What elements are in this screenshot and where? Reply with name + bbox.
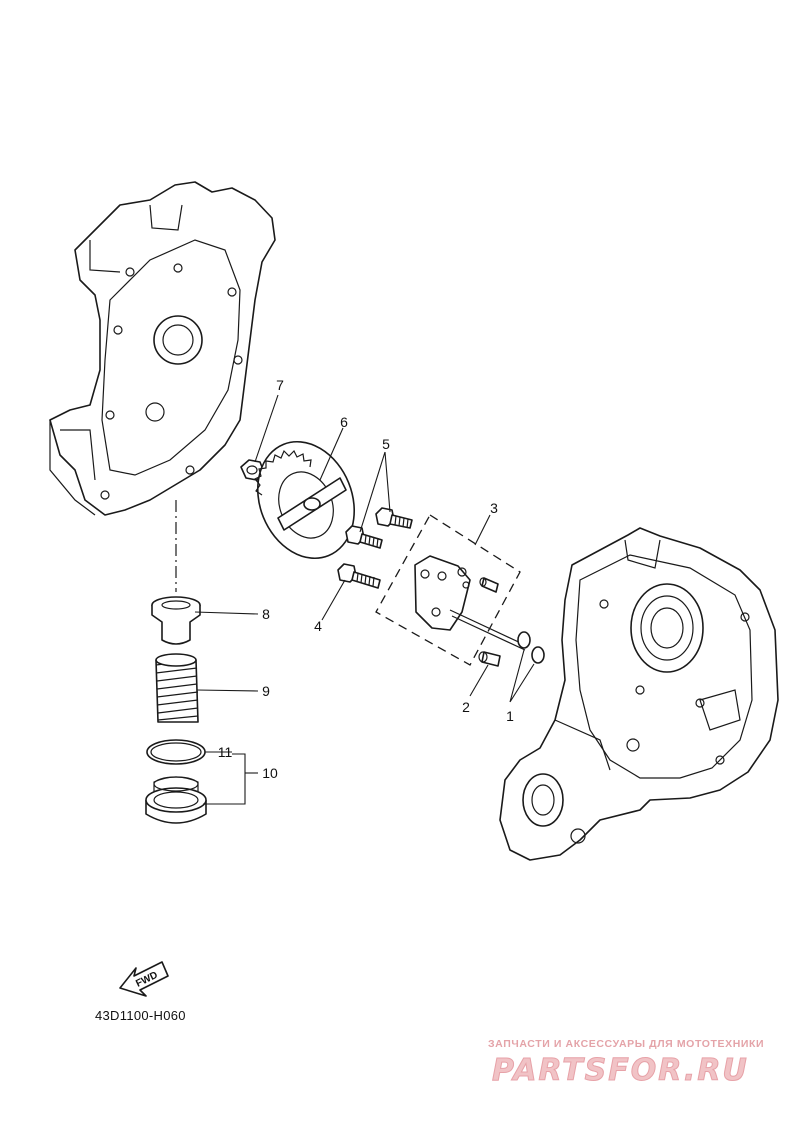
watermark-brand-logo: PARTSFOR.RU: [492, 1053, 749, 1089]
callout-5: 5: [382, 436, 390, 452]
callout-7: 7: [276, 377, 284, 393]
bolt-part-5-upper: [375, 507, 413, 529]
oil-pump-gear-part-6: [254, 440, 356, 560]
drain-plug-part-10: [145, 776, 207, 824]
right-crankcase: [499, 527, 779, 861]
oil-pump-assembly-part-3: [414, 555, 526, 651]
o-ring-part-1: [517, 631, 545, 664]
watermark-tagline: ЗАПЧАСТИ И АКСЕССУАРЫ ДЛЯ МОТОТЕХНИКИ: [488, 1038, 765, 1050]
callout-3: 3: [490, 500, 498, 516]
strainer-cap-part-8: [151, 596, 201, 645]
fwd-arrow-icon: FWD: [119, 961, 169, 997]
callout-2: 2: [462, 699, 470, 715]
oil-pump-assembly-outline: [375, 514, 521, 666]
callout-9: 9: [262, 683, 270, 699]
callout-labels: 1 2 3 4 5 6 7 8 9 10 11: [218, 377, 514, 781]
callout-11: 11: [218, 744, 233, 760]
dowel-pin-part-2-lower: [478, 651, 501, 667]
leader-lines: [194, 394, 535, 805]
bolt-part-4: [337, 563, 381, 589]
callout-6: 6: [340, 414, 348, 430]
bolt-part-5-lower: [345, 525, 383, 549]
callout-1: 1: [506, 708, 514, 724]
spring-part-9: [155, 653, 199, 723]
callout-4: 4: [314, 618, 322, 634]
drawing-code: 43D1100-H060: [95, 1008, 186, 1023]
left-crankcase: [49, 181, 276, 516]
dowel-pin-part-2-upper: [479, 577, 499, 593]
o-ring-part-11: [146, 739, 206, 765]
callout-10: 10: [262, 765, 278, 781]
callout-8: 8: [262, 606, 270, 622]
